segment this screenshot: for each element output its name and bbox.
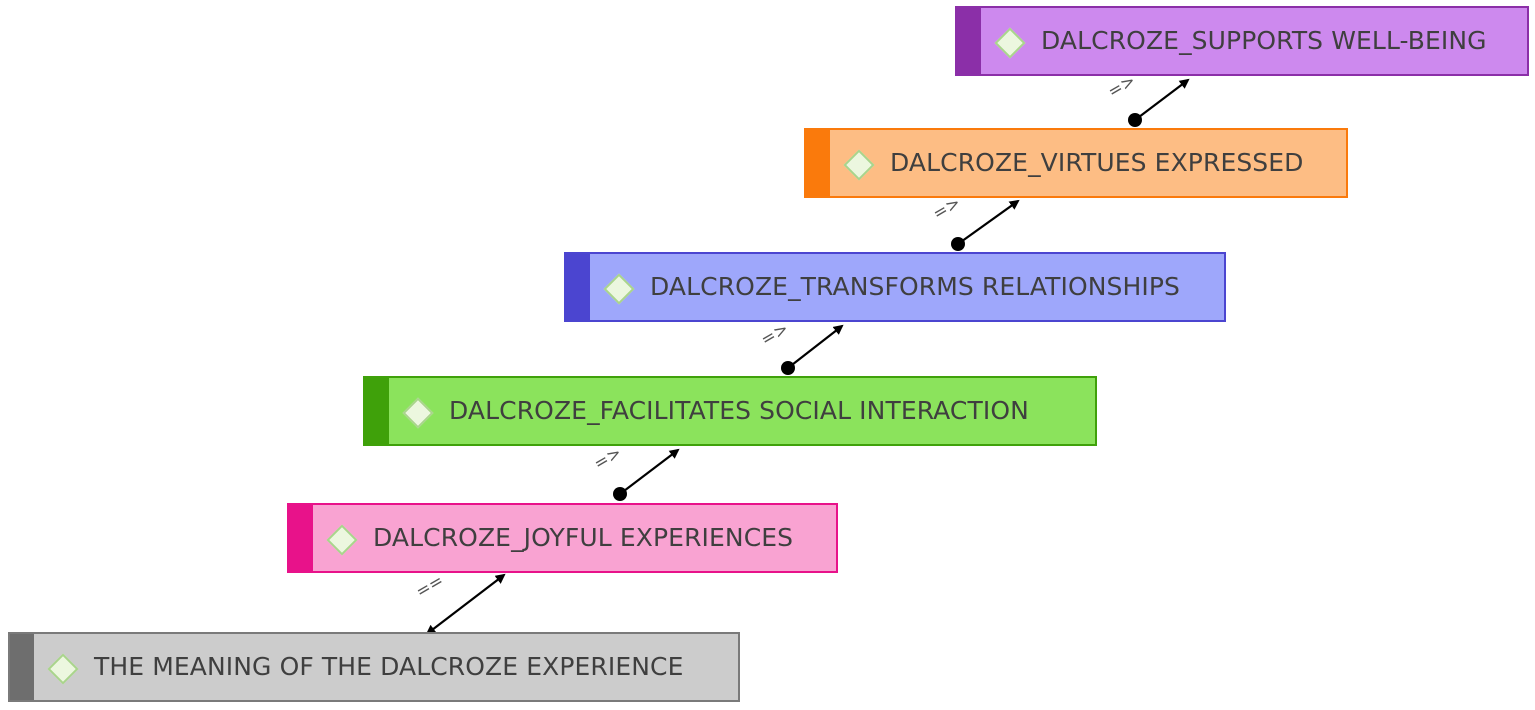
node-color-stripe	[957, 8, 981, 74]
edge-relation-label: ==	[413, 571, 448, 603]
node-label: THE MEANING OF THE DALCROZE EXPERIENCE	[94, 652, 684, 681]
node-color-stripe	[365, 378, 389, 444]
node-label: DALCROZE_VIRTUES EXPRESSED	[890, 148, 1304, 177]
edge-origin-dot	[781, 361, 795, 375]
node-color-stripe	[806, 130, 830, 196]
edge-implies-line[interactable]	[1134, 78, 1190, 121]
node-supports-well-being[interactable]: DALCROZE_SUPPORTS WELL-BEING	[955, 6, 1529, 76]
node-label: DALCROZE_TRANSFORMS RELATIONSHIPS	[650, 272, 1181, 301]
edge-implies-line[interactable]	[619, 448, 680, 495]
node-label: DALCROZE_FACILITATES SOCIAL INTERACTION	[449, 396, 1029, 425]
code-diamond-icon	[326, 524, 358, 556]
node-color-stripe	[10, 634, 34, 700]
code-diamond-icon	[843, 149, 875, 181]
edge-origin-dot	[1128, 113, 1142, 127]
edge-origin-dot	[613, 487, 627, 501]
code-diamond-icon	[994, 27, 1026, 59]
node-label: DALCROZE_JOYFUL EXPERIENCES	[373, 523, 794, 552]
node-color-stripe	[289, 505, 313, 571]
node-virtues-expressed[interactable]: DALCROZE_VIRTUES EXPRESSED	[804, 128, 1348, 198]
edge-implies-line[interactable]	[787, 324, 844, 369]
node-facilitates-social-interaction[interactable]: DALCROZE_FACILITATES SOCIAL INTERACTION	[363, 376, 1097, 446]
code-diamond-icon	[603, 273, 635, 305]
node-joyful-experiences[interactable]: DALCROZE_JOYFUL EXPERIENCES	[287, 503, 838, 573]
node-meaning-of-dalcroze-experience[interactable]: THE MEANING OF THE DALCROZE EXPERIENCE	[8, 632, 740, 702]
edge-relation-label: =>	[758, 319, 793, 351]
edge-origin-dot	[951, 237, 965, 251]
edge-equivalence-line[interactable]	[425, 573, 506, 635]
node-color-stripe	[566, 254, 590, 320]
edge-relation-label: =>	[591, 443, 626, 475]
node-transforms-relationships[interactable]: DALCROZE_TRANSFORMS RELATIONSHIPS	[564, 252, 1226, 322]
edge-implies-line[interactable]	[957, 199, 1020, 245]
code-diamond-icon	[47, 653, 79, 685]
node-label: DALCROZE_SUPPORTS WELL-BEING	[1041, 26, 1487, 55]
code-diamond-icon	[402, 397, 434, 429]
